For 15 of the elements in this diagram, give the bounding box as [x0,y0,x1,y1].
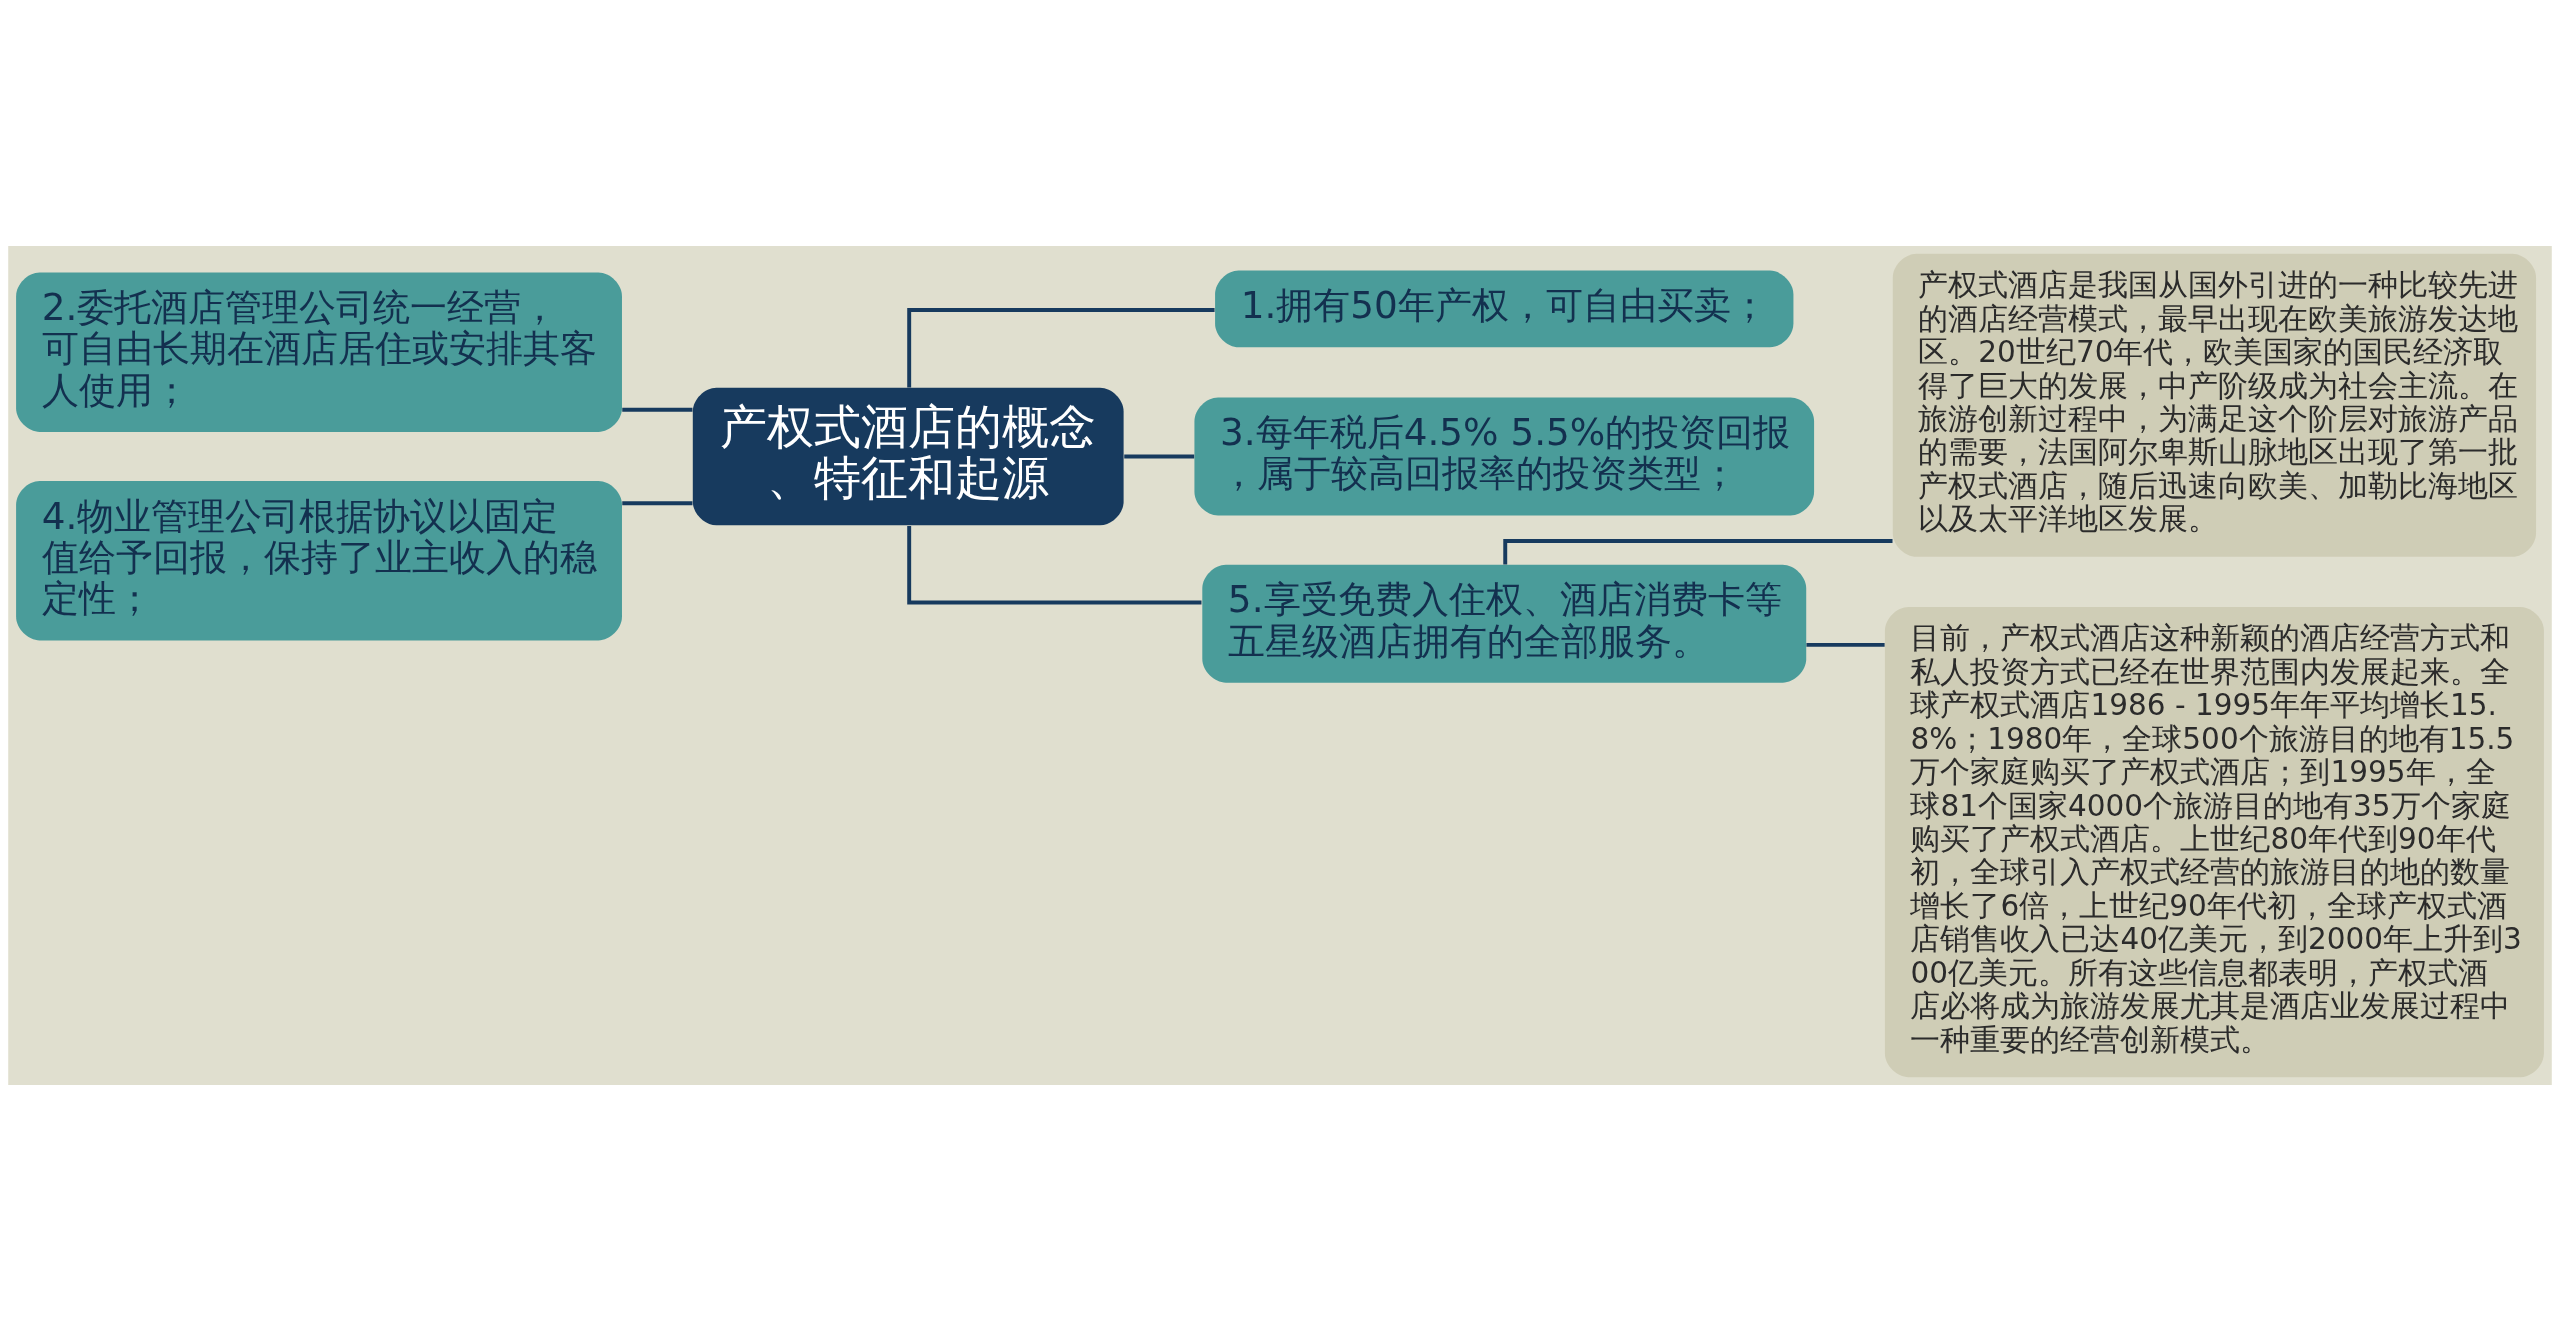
node-box: 5.享受免费入住权、酒店消费卡等五星级酒店拥有的全部服务。 [1202,564,1807,683]
connector [907,526,1202,605]
connector [622,407,693,412]
node-box: 4.物业管理公司根据协议以固定值给予回报，保持了业主收入的稳定性； [16,481,622,641]
connector [1503,539,1893,565]
node-box: 3.每年税后4.5% 5.5%的投资回报，属于较高回报率的投资类型； [1194,397,1815,516]
connector [1806,642,1885,647]
node-box: 产权式酒店是我国从国外引进的一种比较先进的酒店经营模式，最早出现在欧美旅游发达地区。20世纪70年代，欧美国家的国民经济取得了巨大的发展，中产阶级成为社会主流。在旅游创新过程中，为满足这个阶层对旅游产品的需要，法国阿尔卑斯山脉地区出现了第一批产权式酒店，随后迅速向欧美、加勒比海地区以及太平洋地区发展。 [1892,253,2537,557]
node-box: 目前，产权式酒店这种新颖的酒店经营方式和私人投资方式已经在世界范围内发展起来。全球产权式酒店1986 - 1995年年平均增长15.8%；1980年，全球500个旅游目的地有15.5万个家庭购买了产权式酒店；到1995年，全球81个国家4000个旅游目的地有35万个家庭购买了产权式酒店。上世纪80年代到90年代初，全球引入产权式经营的旅游目的地的数量增长了6倍，上世纪90年代初，全球产权式酒店销售收入已达40亿美元，到2000年上升到300亿美元。所有这些信息都表明，产权式酒店必将成为旅游发展尤其是酒店业发展过程中一种重要的经营创新模式。 [1884,607,2544,1078]
connector [1124,454,1195,459]
node-box: 产权式酒店的概念、特征和起源 [692,387,1124,526]
node-box: 2.委托酒店管理公司统一经营，可自由长期在酒店居住或安排其客人使用； [16,272,622,432]
connector [907,307,1215,388]
connector [622,501,693,506]
node-box: 1.拥有50年产权，可自由买卖； [1215,270,1794,348]
